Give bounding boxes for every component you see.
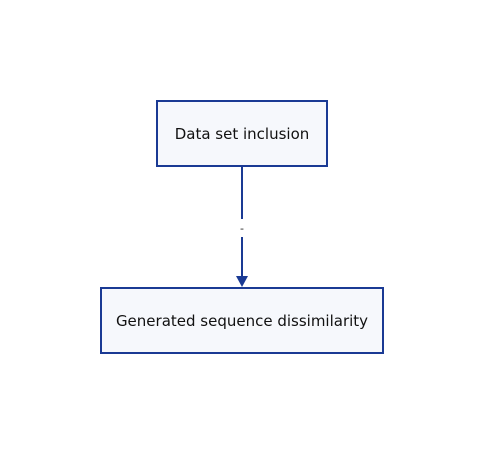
edge-label-background <box>234 219 250 237</box>
node-box <box>156 100 328 167</box>
arrowhead-icon <box>236 276 248 287</box>
node-generated-sequence-dissimilarity[interactable]: Generated sequence dissimilarity <box>100 287 384 354</box>
node-label: Data set inclusion <box>175 125 310 143</box>
node-label: Generated sequence dissimilarity <box>116 312 368 330</box>
node-data-set-inclusion[interactable]: Data set inclusion <box>156 100 328 167</box>
node-box <box>100 287 384 354</box>
edge-inclusion-to-dissimilarity: - <box>234 167 250 287</box>
edge-label: - <box>240 222 244 235</box>
